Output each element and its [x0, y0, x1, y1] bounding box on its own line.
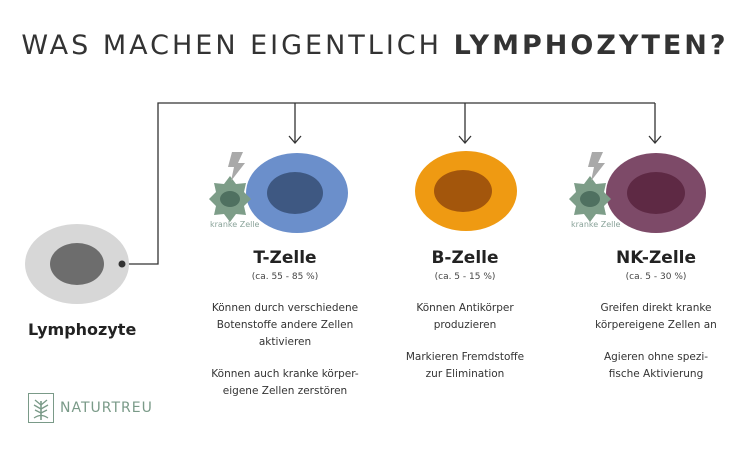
b-cell-desc2: Markieren Fremdstoffe zur Elimination — [365, 349, 565, 383]
t-cell-desc1: Können durch verschiedene Botenstoffe an… — [185, 300, 385, 351]
nk-cell-desc2-line: fische Aktivierung — [608, 368, 704, 380]
lightning-t-icon — [228, 152, 245, 181]
brand-logo: NATURTREU — [28, 393, 153, 423]
t-cell-name: T-Zelle — [253, 248, 317, 268]
main-connector — [122, 102, 655, 265]
t-cell-graphic — [246, 153, 348, 233]
t-cell-percent: (ca. 55 - 85 %) — [251, 272, 319, 282]
t-cell-desc1-line: Können durch verschiedene — [211, 302, 359, 314]
title-part1: WAS MACHEN EIGENTLICH — [21, 30, 442, 61]
sick-cell-t-icon — [209, 176, 251, 222]
brand-name: NATURTREU — [60, 400, 153, 416]
b-cell-desc1: Können Antikörper produzieren — [365, 300, 565, 334]
connector-dot — [118, 260, 126, 268]
arrow-head-t-icon — [288, 135, 302, 144]
b-cell-name: B-Zelle — [431, 248, 499, 268]
t-cell-nucleus — [267, 172, 323, 214]
nk-cell-graphic — [606, 153, 706, 233]
sick-cell-label-t: kranke Zelle — [210, 220, 260, 229]
nk-cell-desc2-line: Agieren ohne spezi- — [603, 351, 709, 363]
nk-cell-name: NK-Zelle — [615, 248, 697, 268]
t-cell-desc2-line: eigene Zellen zerstören — [222, 385, 348, 397]
b-cell-nucleus — [434, 170, 492, 212]
nk-cell-desc1-line: Greifen direkt kranke — [600, 302, 712, 314]
arrow-head-b-icon — [458, 135, 472, 144]
sick-cell-label-nk: kranke Zelle — [571, 220, 621, 229]
sick-cell-nk-icon — [569, 176, 611, 222]
lightning-nk-icon — [588, 152, 605, 181]
b-cell-desc2-line: Markieren Fremdstoffe — [405, 351, 525, 363]
lymphozyte-label: Lymphozyte — [28, 320, 137, 339]
nk-cell-nucleus — [627, 172, 685, 214]
arrow-head-nk-icon — [648, 135, 662, 144]
t-cell-desc1-line: Botenstoffe andere Zellen — [216, 319, 354, 331]
nk-cell-desc2: Agieren ohne spezi- fische Aktivierung — [556, 349, 750, 383]
b-cell-graphic — [415, 151, 517, 231]
nk-cell-percent: (ca. 5 - 30 %) — [625, 272, 687, 282]
lymphozyte-cell — [25, 224, 129, 304]
t-cell-desc1-line: aktivieren — [258, 336, 312, 348]
b-cell-desc2-line: zur Elimination — [425, 368, 505, 380]
tree-logo-icon — [28, 393, 54, 423]
nk-cell-desc1-line: körpereigene Zellen an — [595, 319, 717, 331]
b-cell-percent: (ca. 5 - 15 %) — [434, 272, 496, 282]
t-cell-desc2-line: Können auch kranke körper- — [211, 368, 359, 380]
lymphozyte-nucleus — [50, 243, 104, 285]
b-cell-desc1-line: Können Antikörper — [416, 302, 514, 314]
nk-cell-desc1: Greifen direkt kranke körpereigene Zelle… — [556, 300, 750, 334]
page-title: WAS MACHEN EIGENTLICH LYMPHOZYTEN? — [0, 30, 750, 61]
title-part2: LYMPHOZYTEN? — [453, 30, 729, 61]
t-cell-desc2: Können auch kranke körper- eigene Zellen… — [185, 366, 385, 400]
connector-lines — [122, 102, 662, 265]
b-cell-desc1-line: produzieren — [433, 319, 497, 331]
